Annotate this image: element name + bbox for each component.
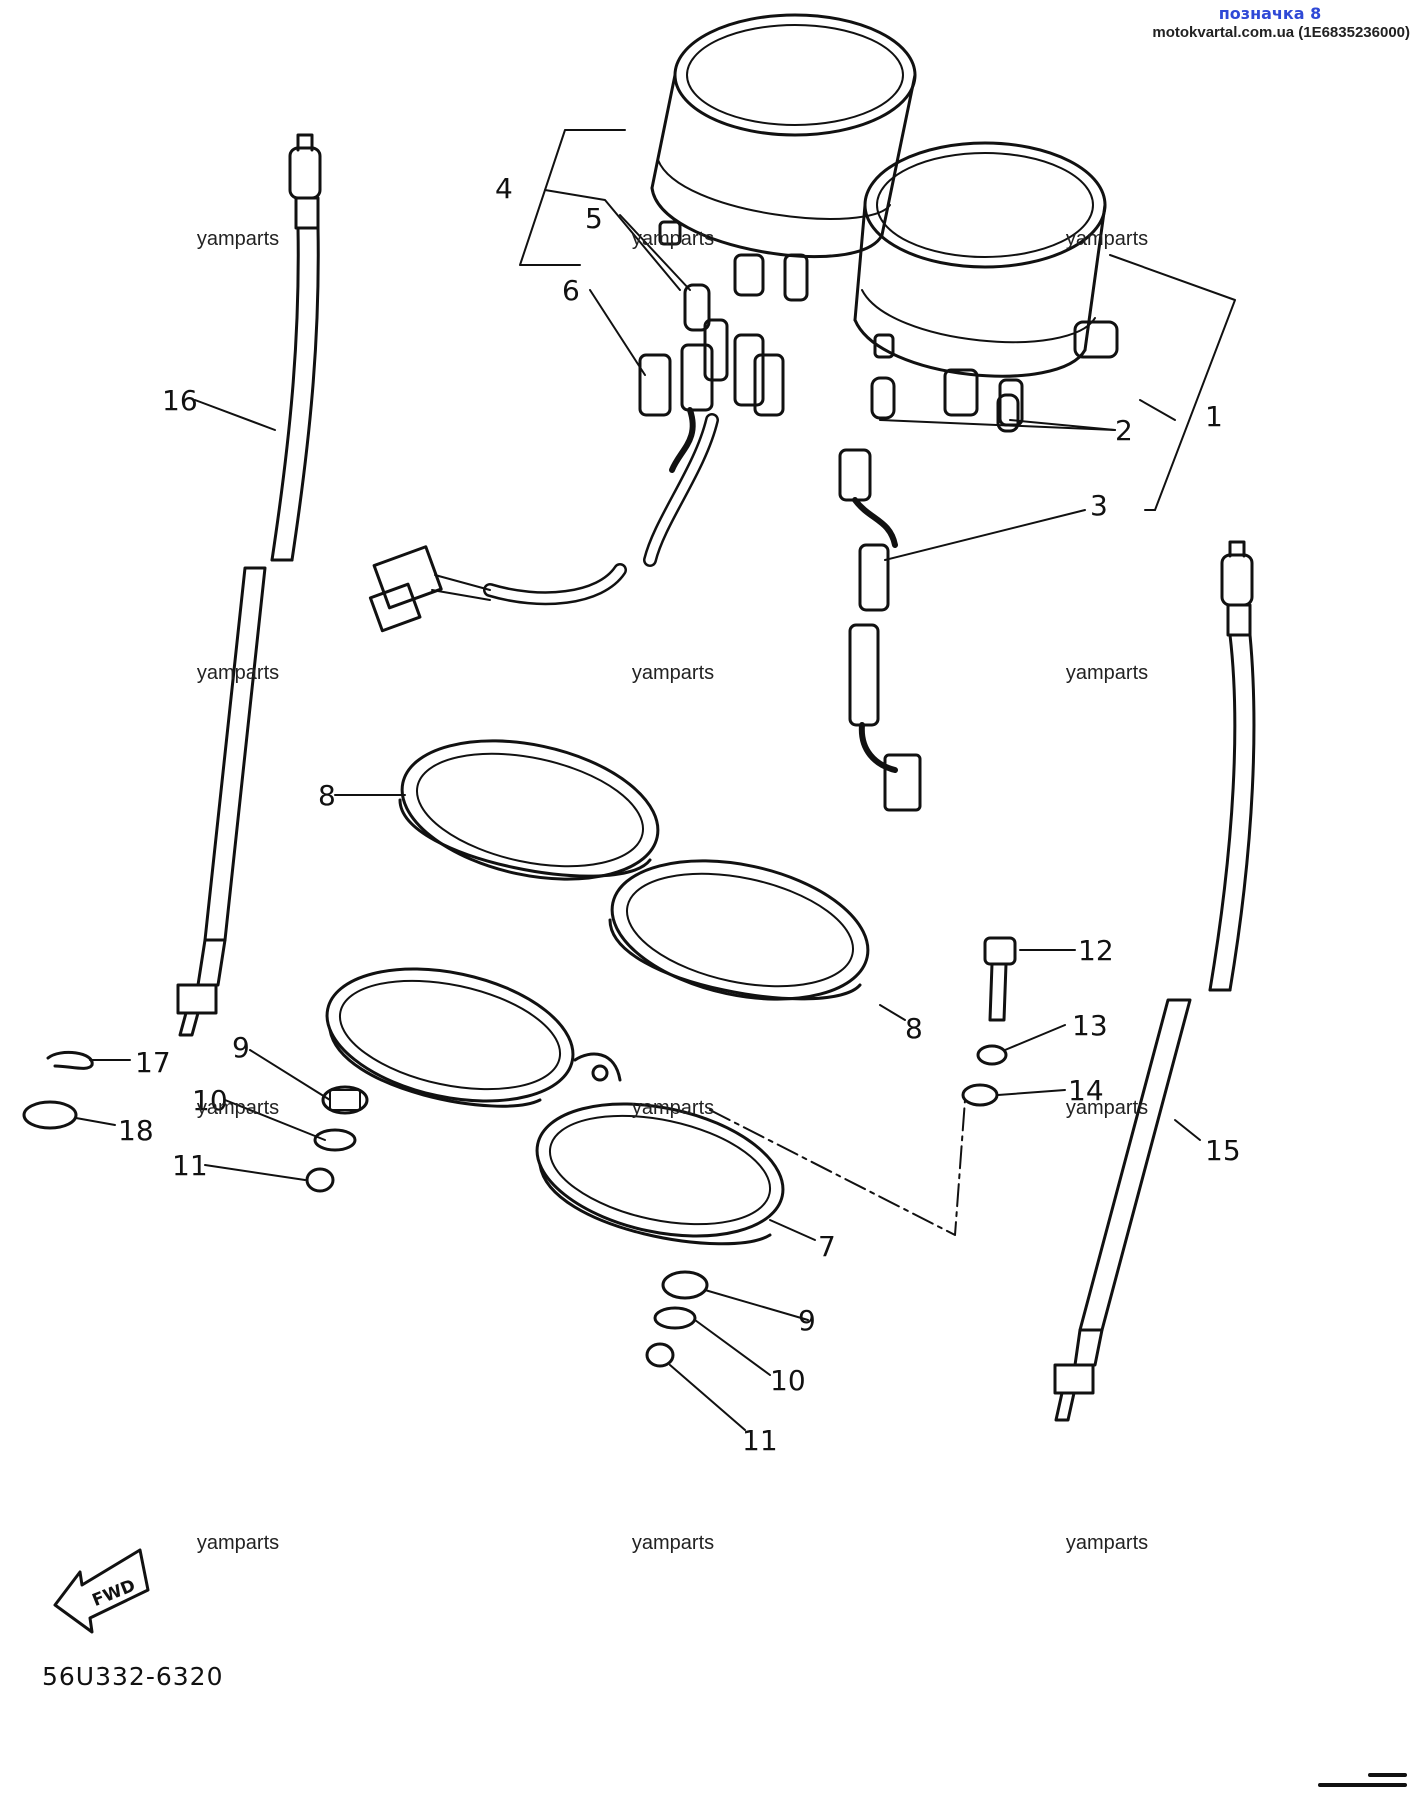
callout-15: 15 (1205, 1134, 1241, 1167)
socket-harness-6 (368, 318, 785, 633)
hardware-right (645, 1270, 709, 1368)
wire-lead-3 (838, 448, 922, 812)
meter-cable-16 (176, 133, 322, 1037)
callout-4: 4 (495, 172, 513, 205)
bezel-8-upper (398, 739, 660, 881)
bulb-group-2 (870, 376, 1020, 433)
leader-lines (75, 189, 1201, 1431)
bulb-5 (683, 283, 711, 332)
watermark-text: yamparts (1065, 662, 1149, 684)
watermark-text: yamparts (631, 1532, 715, 1554)
watermark-text: yamparts (631, 1097, 715, 1119)
meter-case-7 (325, 967, 785, 1246)
callout-17: 17 (135, 1046, 171, 1079)
callout-3: 3 (1090, 489, 1108, 522)
callout-14: 14 (1068, 1074, 1104, 1107)
callout-1: 1 (1205, 400, 1223, 433)
source-reference: motokvartal.com.ua (1E6835236000) (1152, 24, 1410, 41)
callout-9-left: 9 (232, 1031, 250, 1064)
diagram-tag-label: позначка 8 (1218, 4, 1322, 23)
bracket-4 (519, 129, 626, 266)
watermark-text: yamparts (631, 662, 715, 684)
callout-7: 7 (818, 1230, 836, 1263)
watermark-text: yamparts (1065, 1532, 1149, 1554)
callout-8-lower: 8 (905, 1012, 923, 1045)
forward-arrow-icon: FWD (53, 1548, 150, 1634)
callout-6: 6 (562, 274, 580, 307)
callout-10-left: 10 (192, 1084, 228, 1117)
callout-2: 2 (1115, 414, 1133, 447)
hardware-left (305, 1085, 369, 1193)
watermark-text: yamparts (1065, 1097, 1149, 1119)
watermark-text: yamparts (631, 228, 715, 250)
diagram-code: 56U332-6320 (42, 1662, 224, 1691)
callout-10-right: 10 (770, 1364, 806, 1397)
callout-16: 16 (162, 384, 198, 417)
bolt-12 (961, 936, 1017, 1107)
callout-13: 13 (1072, 1009, 1108, 1042)
watermark-text: yamparts (196, 1097, 280, 1119)
callout-8-upper: 8 (318, 779, 336, 812)
watermark-text: yamparts (196, 1532, 280, 1554)
meter-body-right (853, 141, 1119, 427)
callout-9-right: 9 (798, 1304, 816, 1337)
callout-12: 12 (1078, 934, 1114, 967)
watermark-text: yamparts (196, 662, 280, 684)
meter-cable-15 (1053, 540, 1256, 1422)
bracket-1 (1109, 254, 1236, 511)
callout-11-right: 11 (742, 1424, 778, 1457)
bezel-8-lower (608, 859, 870, 1001)
callout-11-left: 11 (172, 1149, 208, 1182)
meter-body-left (650, 13, 917, 302)
callout-labels: 1 2 3 4 5 6 7 8 8 9 9 10 10 11 11 12 13 … (118, 172, 1241, 1457)
clip-17-18 (22, 1050, 94, 1130)
watermark-text: yamparts (1065, 228, 1149, 250)
callout-18: 18 (118, 1114, 154, 1147)
corner-mark (1318, 1773, 1407, 1787)
watermark-text: yamparts (196, 228, 280, 250)
callout-5: 5 (585, 202, 603, 235)
